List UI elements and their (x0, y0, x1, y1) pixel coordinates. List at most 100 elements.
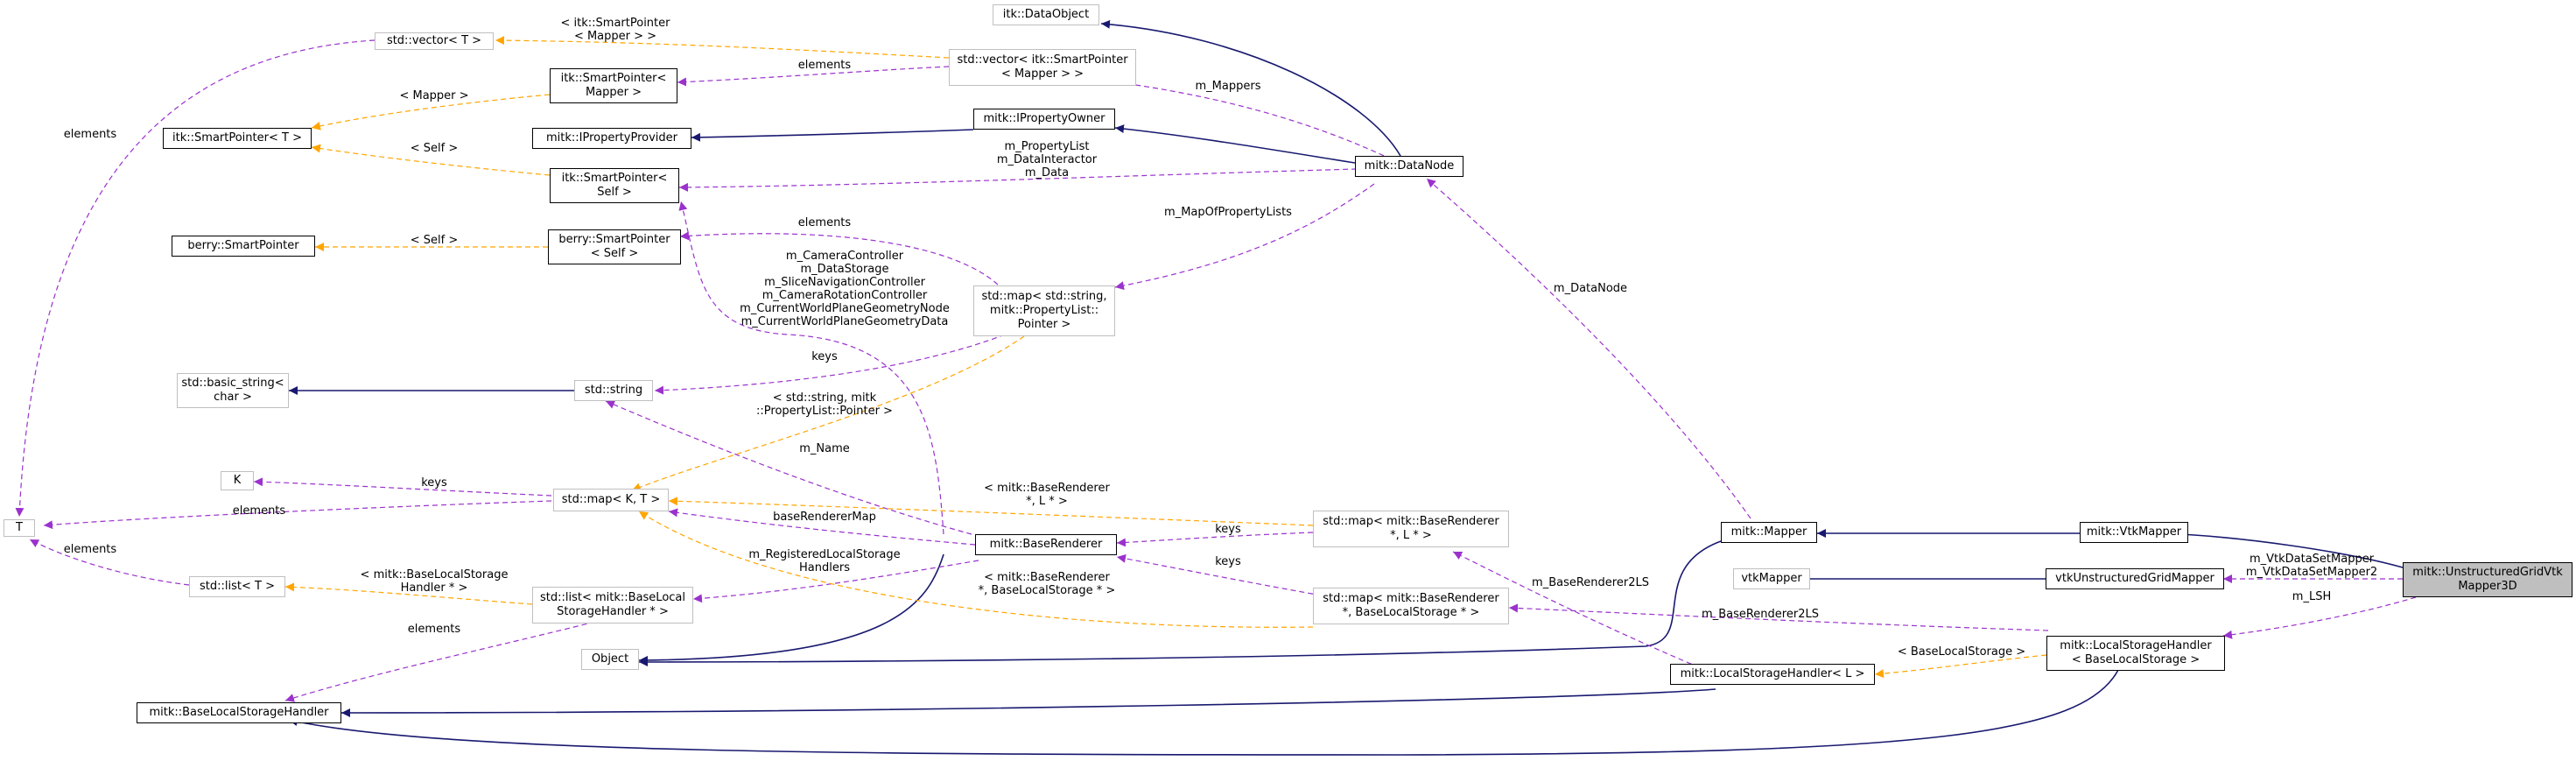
edge-use-datanode-map-propertylists (1114, 183, 1375, 291)
class-node-berry-smartpointer[interactable]: berry::SmartPointer (172, 236, 315, 257)
class-node-std-map-baserenderer-l[interactable]: std::map< mitk::BaseRenderer *, L * > (1313, 511, 1509, 547)
edge-label: baseRendererMap (773, 511, 876, 524)
edge-use-mapper-datanode (1426, 178, 1751, 519)
edge-use-baserenderer-string (605, 400, 972, 535)
edge-label: keys (1215, 555, 1241, 568)
class-node-mitk-ipropertyowner[interactable]: mitk::IPropertyOwner (973, 109, 1115, 130)
edge-tpl-lshbls-lshl (1874, 654, 2047, 679)
edge-inherit-ugvtk-vtkmapper (2159, 529, 2404, 568)
class-node-itk-smartpointer-self[interactable]: itk::SmartPointer< Self > (550, 168, 679, 203)
edge-label: m_MapOfPropertyLists (1164, 206, 1292, 219)
edge-use-vector-smartptrmapper (677, 66, 950, 87)
class-node-mitk-unstructuredgridvtkmapper3d: mitk::UnstructuredGridVtk Mapper3D (2403, 562, 2572, 597)
edge-label: elements (408, 623, 461, 636)
edge-tpl-vector-smartptr-vectort (495, 36, 950, 59)
class-node-mitk-datanode[interactable]: mitk::DataNode (1355, 156, 1463, 177)
edge-tpl-mappropertylist-mapkt (631, 335, 1025, 491)
edge-use-list-t (29, 539, 190, 586)
class-node-std-vector-t[interactable]: std::vector< T > (375, 32, 494, 50)
edge-use-ugvtk-localstoragehandler (2222, 596, 2417, 639)
edge-use-localstorage-bls-map (1508, 603, 2049, 631)
class-node-vtkunstructuredgridmapper[interactable]: vtkUnstructuredGridMapper (2046, 568, 2224, 589)
class-node-mitk-mapper[interactable]: mitk::Mapper (1721, 522, 1817, 543)
edge-use-datanode-smartptrself (678, 168, 1358, 192)
edge-label: keys (1215, 523, 1241, 536)
edge-use-list-blsh (284, 621, 596, 702)
class-node-object[interactable]: Object (581, 649, 639, 670)
class-node-mitk-baselocalstoragehandler[interactable]: mitk::BaseLocalStorageHandler (137, 702, 341, 723)
edge-tpl-mapl-mapkt (668, 497, 1314, 526)
edge-label: elements (798, 59, 852, 72)
edge-label: elements (233, 504, 286, 518)
edge-use-map-berry (679, 231, 999, 285)
edge-label: m_Name (799, 442, 850, 455)
edge-inherit-baserenderer-object (638, 553, 944, 665)
edge-tpl-smartptrself-smartptrt (311, 144, 551, 176)
edge-inherit-datanode-ipropertyowner (1114, 124, 1356, 164)
class-node-std-vector-smartpointer-mapper[interactable]: std::vector< itk::SmartPointer < Mapper … (949, 49, 1136, 86)
edge-label: keys (421, 476, 447, 490)
edge-label: elements (798, 216, 852, 229)
edge-use-baserenderer-smartptrself (678, 201, 944, 535)
edge-label: < mitk::BaseRenderer*, L * > (984, 482, 1110, 508)
class-node-std-map-baserenderer-bls[interactable]: std::map< mitk::BaseRenderer *, BaseLoca… (1313, 588, 1509, 624)
class-node-mitk-localstoragehandler-baselocalstorage[interactable]: mitk::LocalStorageHandler < BaseLocalSto… (2046, 636, 2225, 671)
edge-label: < mitk::BaseRenderer*, BaseLocalStorage … (979, 571, 1116, 597)
class-node-T[interactable]: T (4, 519, 35, 537)
edge-use-mapkt-k (253, 477, 552, 497)
edge-label: m_Mappers (1196, 80, 1261, 93)
class-node-K[interactable]: K (221, 471, 254, 490)
edge-label: < Self > (411, 142, 459, 155)
class-node-mitk-localstoragehandler-l[interactable]: mitk::LocalStorageHandler< L > (1670, 664, 1875, 685)
edge-label: < itk::SmartPointer< Mapper > > (561, 17, 671, 43)
class-node-mitk-baserenderer[interactable]: mitk::BaseRenderer (975, 534, 1117, 555)
edge-label: m_DataNode (1554, 282, 1627, 295)
edge-label: < std::string, mitk::PropertyList::Point… (756, 391, 893, 418)
edge-inherit-mapper-object (638, 540, 1722, 666)
edge-use-vector-t (15, 39, 376, 518)
class-node-std-map-k-t[interactable]: std::map< K, T > (553, 489, 669, 511)
edge-use-localstorage-l-map (1452, 551, 1716, 675)
edge-label: < Self > (411, 234, 459, 247)
edge-use-datanode-vector-mappers (1104, 77, 1393, 160)
edge-inherit-ipropertyowner-ipropertyprovider (691, 129, 974, 142)
class-node-std-list-baselocalstoragehandler[interactable]: std::list< mitk::BaseLocal StorageHandle… (532, 587, 693, 624)
class-node-std-basic-string[interactable]: std::basic_string< char > (177, 373, 289, 408)
class-node-mitk-vtkmapper[interactable]: mitk::VtkMapper (2080, 522, 2188, 543)
edge-label: keys (811, 350, 838, 363)
edge-inherit-localstoragehandler-l-blsh (340, 688, 1716, 717)
class-node-vtkmapper[interactable]: vtkMapper (1733, 568, 1810, 589)
class-node-itk-smartpointer-t[interactable]: itk::SmartPointer< T > (163, 128, 312, 149)
edge-label: m_BaseRenderer2LS (1702, 608, 1819, 621)
edge-label: < Mapper > (399, 89, 468, 102)
edge-label: m_LSH (2292, 590, 2331, 603)
class-node-itk-dataobject[interactable]: itk::DataObject (993, 4, 1099, 25)
edge-tpl-smartptrmapper-smartptrt (311, 94, 551, 130)
edge-use-map-bls-baserenderer (1116, 553, 1323, 596)
edge-label: m_BaseRenderer2LS (1532, 576, 1649, 589)
class-node-mitk-ipropertyprovider[interactable]: mitk::IPropertyProvider (532, 128, 691, 149)
class-node-std-list-t[interactable]: std::list< T > (189, 576, 285, 597)
edge-use-map-l-baserenderer (1116, 532, 1314, 547)
edge-tpl-listblsh-listt (284, 582, 533, 605)
class-node-berry-smartpointer-self[interactable]: berry::SmartPointer < Self > (548, 229, 681, 264)
edge-use-mapkt-t (43, 500, 552, 530)
edge-label: elements (64, 128, 117, 141)
edge-tpl-mapbls-mapkt (638, 511, 1314, 628)
edge-inherit-localstoragehandler-bls-blsh (288, 669, 2119, 756)
class-node-itk-smartpointer-mapper[interactable]: itk::SmartPointer< Mapper > (550, 68, 677, 103)
class-node-std-map-propertylist[interactable]: std::map< std::string, mitk::PropertyLis… (973, 285, 1115, 336)
class-node-std-string[interactable]: std::string (574, 380, 653, 401)
edge-label: < BaseLocalStorage > (1898, 645, 2025, 659)
edge-label: elements (64, 543, 117, 556)
edge-use-baserenderer-mapkt (668, 508, 976, 546)
edge-inherit-datanode-dataobject (1100, 19, 1401, 157)
edge-use-map-string-keys (654, 334, 1006, 395)
